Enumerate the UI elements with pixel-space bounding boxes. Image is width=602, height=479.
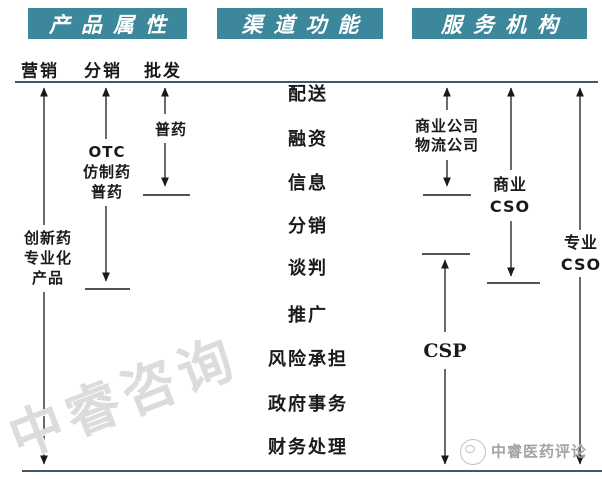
distribution-arrow — [85, 87, 130, 290]
header-channel-functions: 渠道功能 — [217, 8, 383, 39]
note-wholesale-generic-drugs: 普药 — [154, 120, 188, 139]
footer-logo-icon — [460, 439, 486, 465]
note-marketing-innovative-drugs: 创新药 专业化 产品 — [23, 229, 73, 287]
csp-arrow — [422, 253, 470, 465]
logistics-company-arrow — [423, 87, 471, 196]
function-information: 信息 — [288, 173, 328, 194]
wholesale-arrow — [143, 87, 190, 196]
note-professional-cso: 专业 CSO — [560, 233, 602, 274]
function-delivery: 配送 — [288, 84, 328, 105]
note-csp: CSP — [423, 340, 467, 362]
header-service-organizations: 服务机构 — [412, 8, 587, 39]
note-distribution-otc: OTC 仿制药 普药 — [82, 143, 132, 201]
function-financing: 融资 — [288, 129, 328, 150]
header-product-attributes: 产品属性 — [28, 8, 187, 39]
axis-label-distribution: 分销 — [84, 61, 122, 82]
axis-label-marketing: 营销 — [21, 61, 59, 82]
footer-watermark: 中睿医药评论 — [490, 442, 588, 461]
axis-label-wholesale: 批发 — [144, 61, 182, 82]
function-distribution: 分销 — [288, 216, 328, 237]
note-logistics-company: 商业公司 物流公司 — [414, 117, 480, 154]
function-financial-processing: 财务处理 — [268, 437, 348, 458]
note-commercial-cso: 商业 CSO — [489, 175, 531, 216]
function-negotiation: 谈判 — [288, 258, 328, 279]
function-government-affairs: 政府事务 — [268, 394, 348, 415]
commercial-cso-arrow — [487, 87, 540, 284]
function-risk-bearing: 风险承担 — [268, 349, 348, 370]
function-promotion: 推广 — [288, 305, 328, 326]
